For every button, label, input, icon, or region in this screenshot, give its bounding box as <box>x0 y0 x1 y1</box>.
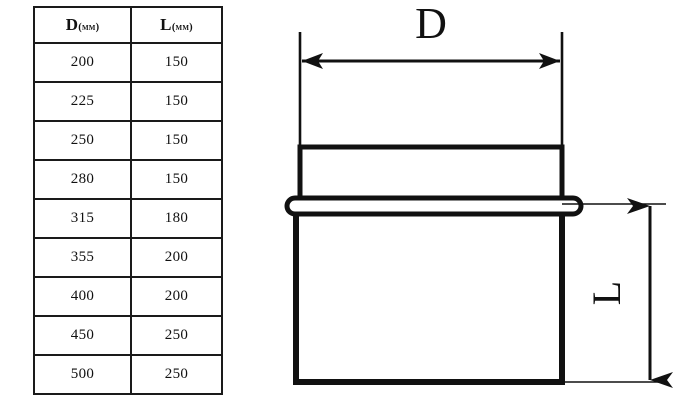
cell-l: 250 <box>130 354 223 395</box>
dimension-label-d: D <box>415 0 447 48</box>
cell-d: 355 <box>33 237 132 278</box>
cell-l: 150 <box>130 120 223 161</box>
column-header-l: L(мм) <box>130 6 223 44</box>
cell-l: 150 <box>130 81 223 122</box>
column-header-d-unit: (мм) <box>78 22 100 33</box>
column-header-l-symbol: L <box>160 15 172 34</box>
column-header-d: D(мм) <box>33 6 132 44</box>
pipe-lower-body <box>293 201 565 385</box>
cell-d: 400 <box>33 276 132 317</box>
cell-d: 250 <box>33 120 132 161</box>
dimension-label-l: L <box>584 281 629 305</box>
column-header-l-unit: (мм) <box>171 22 193 33</box>
cell-d: 280 <box>33 159 132 200</box>
cell-l: 200 <box>130 237 223 278</box>
cell-d: 200 <box>33 42 132 83</box>
cell-d: 225 <box>33 81 132 122</box>
technical-drawing: D L <box>262 0 700 418</box>
cell-l: 200 <box>130 276 223 317</box>
cell-d: 315 <box>33 198 132 239</box>
cell-d: 450 <box>33 315 132 356</box>
column-header-d-symbol: D <box>65 15 79 34</box>
cell-l: 180 <box>130 198 223 239</box>
pipe-flange-lip <box>284 195 584 217</box>
cell-l: 150 <box>130 159 223 200</box>
cell-d: 500 <box>33 354 132 395</box>
cell-l: 250 <box>130 315 223 356</box>
cell-l: 150 <box>130 42 223 83</box>
table-header-row: D(мм) L(мм) <box>33 6 223 44</box>
